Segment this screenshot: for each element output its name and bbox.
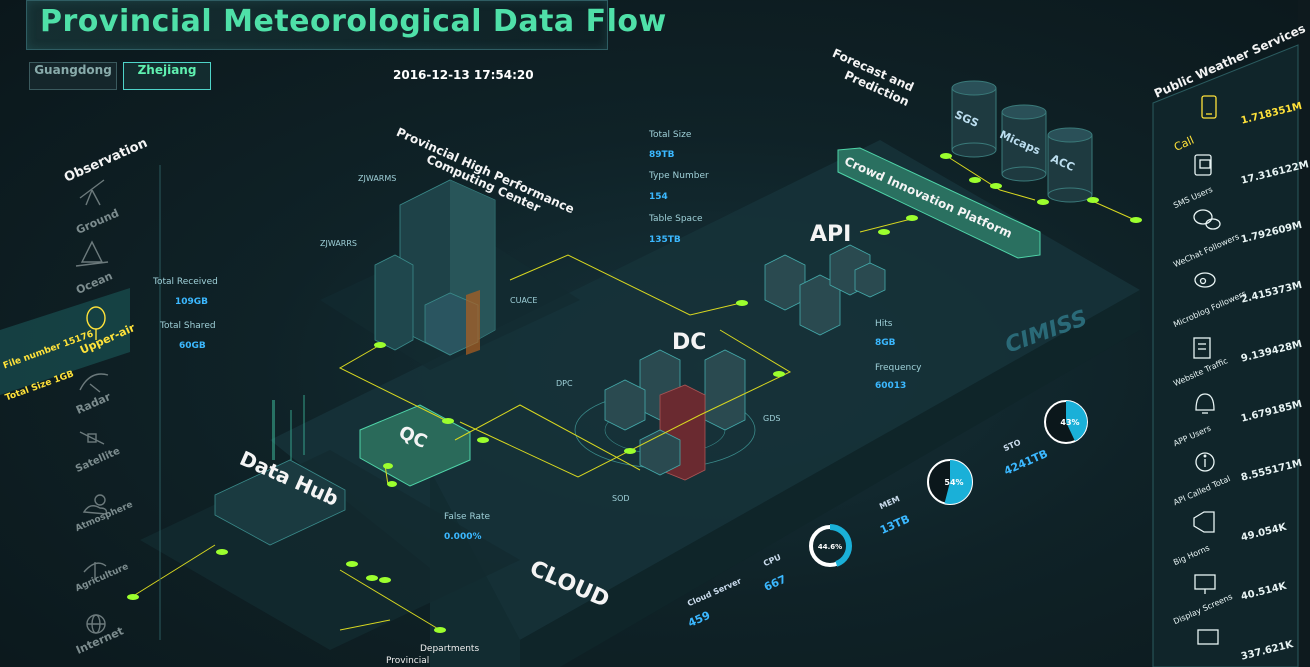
node-cuace: CUACE <box>510 296 538 305</box>
service-icons <box>1193 95 1221 645</box>
sgs-cylinder <box>951 80 997 158</box>
tv-icon <box>1197 629 1219 645</box>
node-dpc: DPC <box>556 379 573 388</box>
api-cube <box>854 262 886 298</box>
flow-lines <box>129 154 1136 631</box>
api-cube <box>764 254 806 311</box>
hub-beam <box>272 400 275 460</box>
total-shared-value: 60GB <box>179 341 206 351</box>
total-received-label: Total Received <box>153 277 218 287</box>
api-frequency-value: 60013 <box>875 381 907 391</box>
acc-cylinder <box>1047 127 1093 203</box>
website-icon <box>1193 337 1211 359</box>
pie-mem-slice <box>944 460 972 504</box>
balloon-icon <box>86 306 106 340</box>
pie-mem-label: 54% <box>944 478 963 487</box>
radar-icon <box>79 373 109 393</box>
info-icon <box>1195 452 1215 472</box>
total-received-value: 109GB <box>175 297 209 307</box>
dc-title: DC <box>672 330 707 355</box>
usage-pies: 44.6% 54% 43% <box>809 400 1088 567</box>
dc-cube <box>704 349 746 431</box>
ocean-tower-icon <box>75 240 109 267</box>
sun-cloud-icon <box>82 494 108 515</box>
hub-beam <box>290 410 292 460</box>
false-rate-label: False Rate <box>444 512 491 522</box>
wechat-icon <box>1193 209 1221 230</box>
dc-cube <box>604 379 646 431</box>
micaps-cylinder <box>1001 104 1047 182</box>
pie-sto-label: 43% <box>1060 418 1079 427</box>
departments-label: Departments <box>420 644 480 654</box>
false-rate-value: 0.000% <box>444 532 482 542</box>
node-zjwarrs: ZJWARRS <box>320 239 357 248</box>
dc-table-space-value: 135TB <box>649 235 681 245</box>
tab-zhejiang[interactable]: Zhejiang <box>123 62 211 90</box>
platform-side <box>520 290 1140 667</box>
horn-icon <box>1193 511 1215 533</box>
api-hits-value: 8GB <box>875 338 896 348</box>
monitor-icon <box>1194 574 1216 594</box>
total-shared-label: Total Shared <box>160 321 216 331</box>
dc-cube <box>639 429 681 476</box>
hpc-building-small <box>374 254 414 351</box>
flow-nodes <box>127 153 1142 633</box>
services-panel <box>1152 44 1299 667</box>
title-frame <box>26 0 608 50</box>
api-hits-label: Hits <box>875 319 893 329</box>
pie-sto-slice <box>1066 400 1088 442</box>
api-cube <box>799 274 841 336</box>
pie-cpu-slice <box>829 524 852 567</box>
hub-beam <box>303 395 305 455</box>
dc-type-number-label: Type Number <box>649 171 709 181</box>
node-gds: GDS <box>763 414 781 423</box>
upper-air-highlight <box>0 288 130 395</box>
node-sod: SOD <box>612 494 630 503</box>
dc-table-space-label: Table Space <box>649 214 703 224</box>
data-hub-box <box>214 459 346 546</box>
provincial-label: Provincial <box>386 656 430 666</box>
sms-icon <box>1194 154 1212 176</box>
agriculture-icon <box>83 562 107 580</box>
observation-icons <box>75 179 109 634</box>
telescope-icon <box>79 179 105 206</box>
page-title: Provincial Meteorological Data Flow <box>40 4 667 39</box>
bell-icon <box>1195 393 1215 414</box>
crowd-bar <box>837 147 1041 259</box>
dc-total-size-label: Total Size <box>649 130 692 140</box>
globe-icon <box>86 614 106 634</box>
api-frequency-label: Frequency <box>875 363 922 373</box>
dc-type-number-value: 154 <box>649 192 668 202</box>
node-zjwarms: ZJWARMS <box>358 174 397 183</box>
pie-cpu-label: 44.6% <box>818 543 842 551</box>
weibo-icon <box>1194 272 1216 288</box>
satellite-icon <box>79 431 105 445</box>
datetime: 2016-12-13 17:54:20 <box>393 68 534 82</box>
tab-guangdong[interactable]: Guangdong <box>29 62 117 90</box>
dc-total-size-value: 89TB <box>649 150 675 160</box>
api-title: API <box>810 222 852 247</box>
phone-icon <box>1201 95 1217 119</box>
hpc-accent <box>466 290 480 355</box>
